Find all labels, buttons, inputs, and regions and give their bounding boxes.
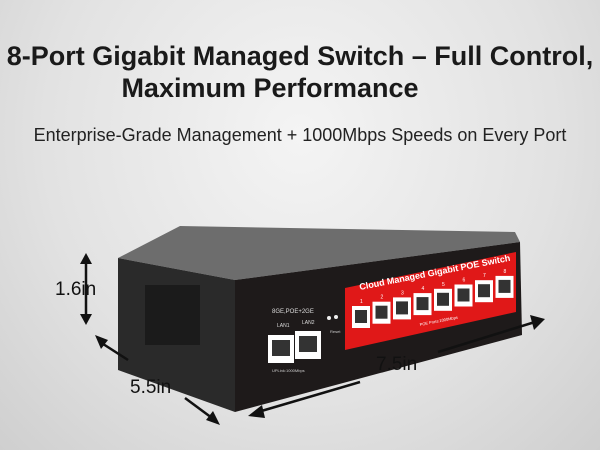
vent-grid (145, 285, 200, 345)
uplink-label: UPLink:1000Mbps (272, 368, 305, 373)
port-number: 2 (381, 295, 384, 301)
port-socket (457, 288, 470, 302)
reset-label: Reset (330, 329, 341, 334)
port-number: 4 (422, 286, 425, 292)
depth-dimension: 5.5in (130, 377, 172, 398)
led (334, 315, 338, 319)
headline-line1: 8-Port Gigabit Managed Switch – Full Con… (6, 41, 594, 71)
port-number: 7 (483, 273, 486, 279)
port-number: 6 (463, 278, 466, 284)
dimension-arrows (80, 253, 545, 425)
lan2-label: LAN2 (302, 320, 315, 326)
port-socket (478, 284, 490, 298)
port-socket (498, 279, 511, 293)
port-number: 5 (442, 282, 445, 288)
subheadline: Enterprise-Grade Management + 1000Mbps S… (33, 125, 567, 145)
model-label: 8GE,POE+2GE (272, 309, 314, 315)
poe-ports: 1 2 3 4 5 6 7 8 (352, 269, 514, 328)
port-socket (437, 292, 449, 306)
port-socket (375, 305, 388, 319)
lan1-label: LAN1 (277, 323, 290, 329)
port-socket (396, 301, 408, 315)
height-dimension: 1.6in (55, 279, 97, 300)
headline-line2: Maximum Performance (121, 73, 419, 103)
port-socket (355, 310, 367, 323)
width-dimension: 7.5in (376, 354, 418, 375)
port-socket (416, 297, 429, 311)
port-number: 1 (360, 299, 363, 305)
port-number: 3 (401, 290, 404, 296)
switch-top (118, 226, 520, 280)
led (327, 316, 331, 320)
port-number: 8 (504, 269, 507, 275)
